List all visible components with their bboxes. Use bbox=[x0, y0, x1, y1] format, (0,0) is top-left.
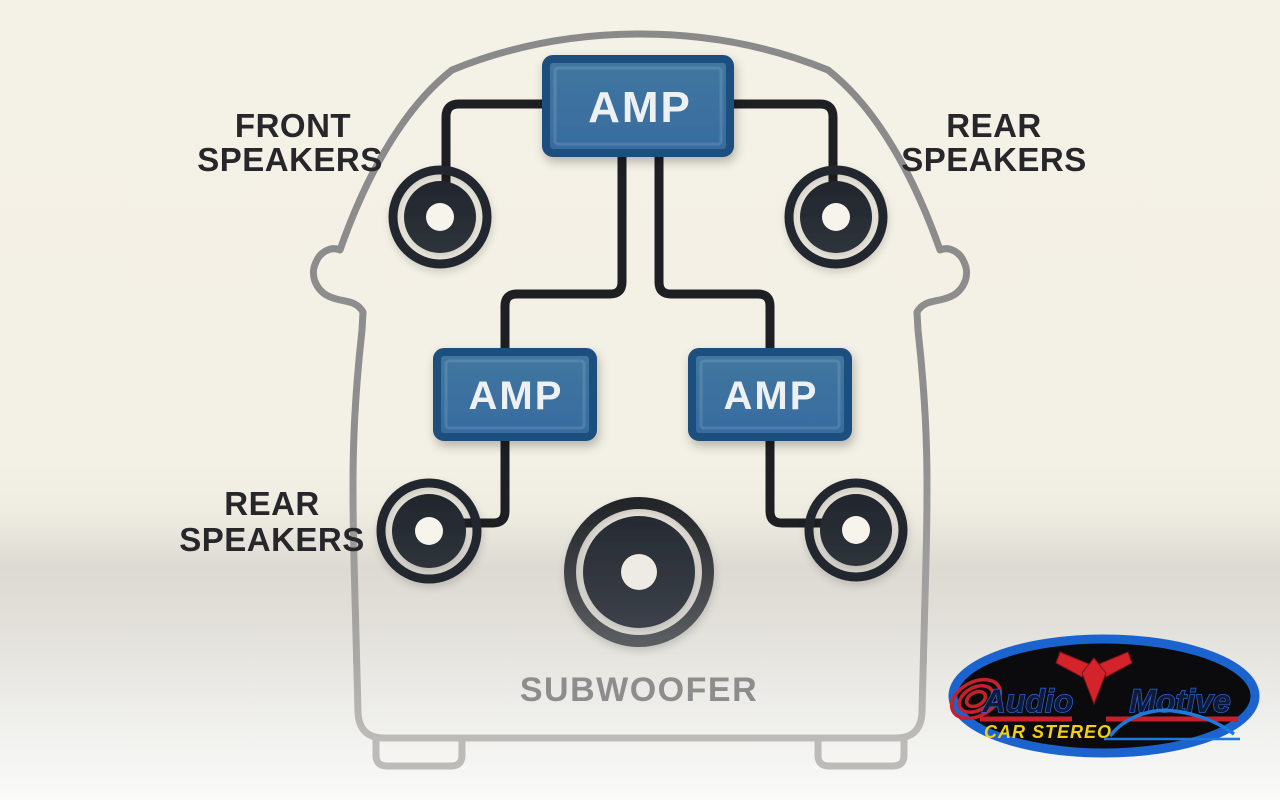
logo-emblem-icon bbox=[1055, 651, 1133, 706]
wire-top-amp-to-right-amp bbox=[654, 150, 775, 356]
wire-left-amp-to-rear-left-speaker bbox=[452, 434, 510, 528]
rear-right-top-speaker-icon bbox=[784, 165, 888, 269]
rear-left-bottom-speaker-icon bbox=[376, 478, 482, 584]
logo-car-silhouette-icon bbox=[1104, 708, 1240, 741]
subwoofer-speaker-icon bbox=[564, 497, 714, 647]
car-right-wheel-tab bbox=[814, 740, 908, 770]
car-outline bbox=[309, 30, 971, 770]
wire-right-amp-to-rear-right-speaker bbox=[765, 434, 822, 528]
logo-brand-word1: Audio bbox=[982, 683, 1074, 719]
logo-coil-icon bbox=[949, 677, 1003, 721]
amp-left-label: AMP bbox=[469, 374, 564, 418]
subwoofer-label: SUBWOOFER bbox=[520, 671, 758, 709]
amp-right-box: AMP bbox=[688, 348, 852, 441]
amp-top-box: AMP bbox=[542, 55, 734, 157]
front-speakers-label-line1: FRONT bbox=[235, 107, 351, 144]
rear-speakers-top-label-line1: REAR bbox=[946, 107, 1042, 144]
amplifiers: AMP AMP AMP bbox=[433, 55, 852, 441]
wiring bbox=[441, 99, 838, 528]
amp-top-label: AMP bbox=[588, 83, 692, 132]
rear-speakers-bottom-label-line2: SPEAKERS bbox=[179, 521, 365, 558]
zone-labels: FRONT SPEAKERS REAR SPEAKERS REAR SPEAKE… bbox=[179, 107, 1087, 709]
amp-right-label: AMP bbox=[724, 374, 819, 418]
car-body-outline bbox=[309, 30, 971, 742]
audiomotive-logo: Audio Motive CAR STEREO bbox=[948, 634, 1260, 758]
wire-top-amp-to-front-left-speaker bbox=[441, 99, 548, 185]
speakers bbox=[376, 165, 908, 647]
amp-left-box: AMP bbox=[433, 348, 597, 441]
wire-top-amp-to-left-amp bbox=[500, 150, 627, 356]
logo-tagline: CAR STEREO bbox=[984, 722, 1112, 742]
wire-top-amp-to-rear-right-speaker bbox=[728, 99, 838, 185]
front-speakers-label-line2: SPEAKERS bbox=[197, 141, 383, 178]
front-left-speaker-icon bbox=[388, 165, 492, 269]
rear-right-bottom-speaker-icon bbox=[804, 478, 908, 582]
rear-speakers-top-label-line2: SPEAKERS bbox=[901, 141, 1087, 178]
car-left-wheel-tab bbox=[372, 740, 466, 770]
rear-speakers-bottom-label-line1: REAR bbox=[224, 485, 320, 522]
